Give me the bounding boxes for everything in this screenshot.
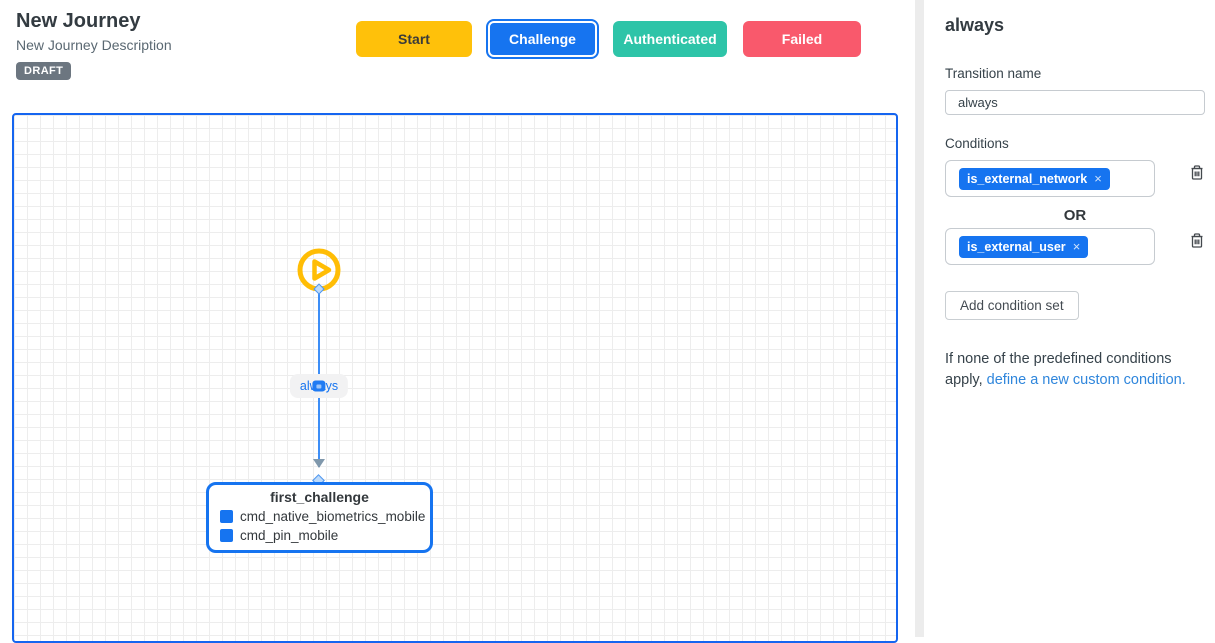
page-title: New Journey — [16, 10, 141, 32]
panel-divider — [915, 0, 924, 637]
define-custom-condition-link[interactable]: define a new custom condition. — [986, 372, 1186, 388]
edge-arrowhead-icon — [313, 459, 325, 468]
condition-set-box[interactable]: is_external_user × — [945, 228, 1155, 265]
add-condition-set-button[interactable]: Add condition set — [945, 291, 1079, 320]
command-label: cmd_native_biometrics_mobile — [240, 509, 426, 524]
trash-icon — [1191, 165, 1203, 180]
delete-condition-set-button[interactable] — [1189, 164, 1205, 184]
panel-title: always — [945, 15, 1005, 35]
transition-name-input[interactable] — [945, 90, 1205, 115]
page-description: New Journey Description — [16, 37, 172, 53]
journey-header: New Journey New Journey Description DRAF… — [16, 10, 172, 80]
remove-condition-icon[interactable]: × — [1094, 171, 1102, 186]
status-badge: DRAFT — [16, 62, 72, 80]
delete-condition-set-button[interactable] — [1189, 232, 1205, 252]
node-first-challenge[interactable]: first_challenge cmd_native_biometrics_mo… — [206, 482, 433, 553]
authenticated-button[interactable]: Authenticated — [613, 21, 727, 57]
node-command-row[interactable]: cmd_pin_mobile — [209, 528, 430, 543]
or-separator: OR — [1063, 207, 1087, 224]
transition-name-label: Transition name — [945, 66, 1042, 81]
conditions-label: Conditions — [945, 136, 1009, 151]
condition-set-row: is_external_network × — [945, 160, 1205, 197]
command-icon — [220, 510, 233, 523]
transition-details-panel: always Transition name Conditions is_ext… — [924, 0, 1215, 637]
node-command-row[interactable]: cmd_native_biometrics_mobile — [209, 509, 430, 524]
trash-icon — [1191, 233, 1203, 248]
failed-button[interactable]: Failed — [743, 21, 861, 57]
status-button-row: Start Challenge Authenticated Failed — [356, 21, 861, 57]
journey-canvas[interactable]: always first_challenge cmd_native_biomet… — [12, 113, 898, 643]
condition-set-box[interactable]: is_external_network × — [945, 160, 1155, 197]
node-title: first_challenge — [270, 489, 369, 505]
condition-set-row: is_external_user × — [945, 228, 1205, 265]
condition-chip-label: is_external_network — [967, 171, 1088, 186]
condition-chip[interactable]: is_external_network × — [959, 167, 1110, 190]
remove-condition-icon[interactable]: × — [1072, 239, 1081, 254]
start-button[interactable]: Start — [356, 21, 472, 57]
challenge-button[interactable]: Challenge — [488, 21, 597, 57]
condition-chip[interactable]: is_external_user × — [959, 235, 1089, 258]
command-icon — [220, 529, 233, 542]
condition-chip-label: is_external_user — [967, 239, 1066, 254]
edge-label-always[interactable]: always — [289, 374, 349, 398]
command-label: cmd_pin_mobile — [240, 528, 339, 543]
custom-condition-note: If none of the predefined conditions app… — [945, 349, 1203, 391]
note-text: If none of the predefined conditions app… — [945, 351, 1172, 388]
edge-condition-icon[interactable] — [312, 380, 326, 392]
